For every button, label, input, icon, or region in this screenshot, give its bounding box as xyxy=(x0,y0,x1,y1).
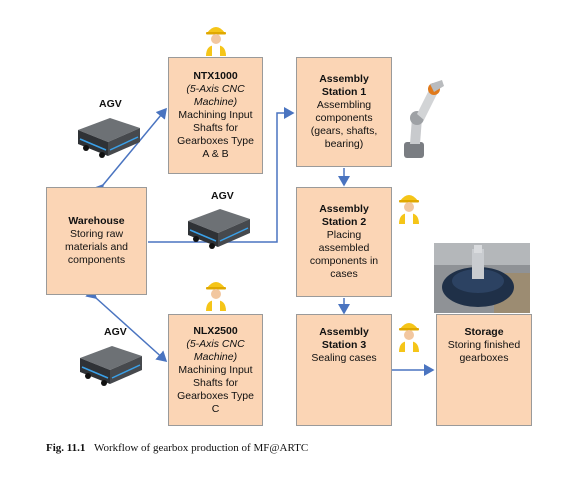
as2-line3: components in xyxy=(309,255,379,267)
robot-arm-icon xyxy=(404,80,444,158)
worker-icon xyxy=(399,323,419,352)
as2-line4: cases xyxy=(330,268,358,280)
worker-icon xyxy=(206,282,226,311)
assembly-station-1-box: Assembly Station 1 Assembling components… xyxy=(296,57,392,167)
as1-title2: Station 1 xyxy=(321,86,367,98)
ntx1000-line4: A & B xyxy=(202,148,229,160)
as1-line4: bearing) xyxy=(324,138,364,150)
warehouse-line1: Storing raw xyxy=(69,228,124,240)
as3-title2: Station 3 xyxy=(321,339,367,351)
ntx1000-line2: Shafts for xyxy=(193,122,238,134)
warehouse-line3: components xyxy=(67,254,126,266)
as3-line1: Sealing cases xyxy=(311,352,377,364)
figure-number: Fig. 11.1 xyxy=(46,442,86,454)
as2-line2: assembled xyxy=(318,242,370,254)
gearbox-photo xyxy=(434,243,530,313)
storage-line1: Storing finished xyxy=(447,339,521,351)
ntx1000-sub2: Machine) xyxy=(193,96,238,108)
nlx2500-title: NLX2500 xyxy=(193,324,238,337)
ntx1000-title: NTX1000 xyxy=(193,70,238,82)
as1-line1: Assembling xyxy=(316,99,372,111)
figure-caption: Fig. 11.1 Workflow of gearbox production… xyxy=(46,442,308,454)
ntx1000-line1: Machining Input xyxy=(178,109,253,121)
nlx2500-line1: Machining Input xyxy=(178,363,253,376)
assembly-station-3-box: Assembly Station 3 Sealing cases xyxy=(296,314,392,426)
figure-caption-text: Workflow of gearbox production of MF@ART… xyxy=(93,442,309,454)
agv-robot-icon xyxy=(188,209,250,249)
assembly-station-2-box: Assembly Station 2 Placing assembled com… xyxy=(296,187,392,297)
as1-line3: (gears, shafts, xyxy=(310,125,378,137)
agv-label-top: AGV xyxy=(99,98,122,110)
storage-box: Storage Storing finished gearboxes xyxy=(436,314,532,426)
warehouse-line2: materials and xyxy=(64,241,129,253)
as3-title1: Assembly xyxy=(319,326,369,338)
warehouse-box: Warehouse Storing raw materials and comp… xyxy=(46,187,147,295)
nlx2500-sub1: (5-Axis CNC xyxy=(186,337,245,350)
nlx2500-box: NLX2500 (5-Axis CNC Machine) Machining I… xyxy=(168,314,263,426)
agv-robot-icon xyxy=(80,346,142,386)
worker-icon xyxy=(399,195,419,224)
arrow-warehouse-ntx xyxy=(92,107,167,196)
storage-title: Storage xyxy=(464,326,504,338)
worker-icon xyxy=(206,27,226,56)
storage-line2: gearboxes xyxy=(459,352,509,364)
as1-line2: components xyxy=(315,112,373,124)
as2-title2: Station 2 xyxy=(321,216,367,228)
nlx2500-line4: C xyxy=(211,402,220,415)
agv-label-middle: AGV xyxy=(211,190,234,202)
as2-title1: Assembly xyxy=(319,203,369,215)
nlx2500-sub2: Machine) xyxy=(193,350,238,363)
as1-title1: Assembly xyxy=(319,73,369,85)
ntx1000-box: NTX1000 (5-Axis CNC Machine) Machining I… xyxy=(168,57,263,174)
ntx1000-line3: Gearboxes Type xyxy=(177,135,254,147)
as2-line1: Placing xyxy=(326,229,362,241)
nlx2500-line3: Gearboxes Type xyxy=(177,389,254,402)
ntx1000-sub1: (5-Axis CNC xyxy=(186,83,245,95)
agv-robot-icon xyxy=(78,118,140,158)
warehouse-title: Warehouse xyxy=(68,215,125,227)
agv-label-bottom: AGV xyxy=(104,326,127,338)
nlx2500-line2: Shafts for xyxy=(193,376,238,389)
arrow-warehouse-nlx xyxy=(85,287,168,363)
